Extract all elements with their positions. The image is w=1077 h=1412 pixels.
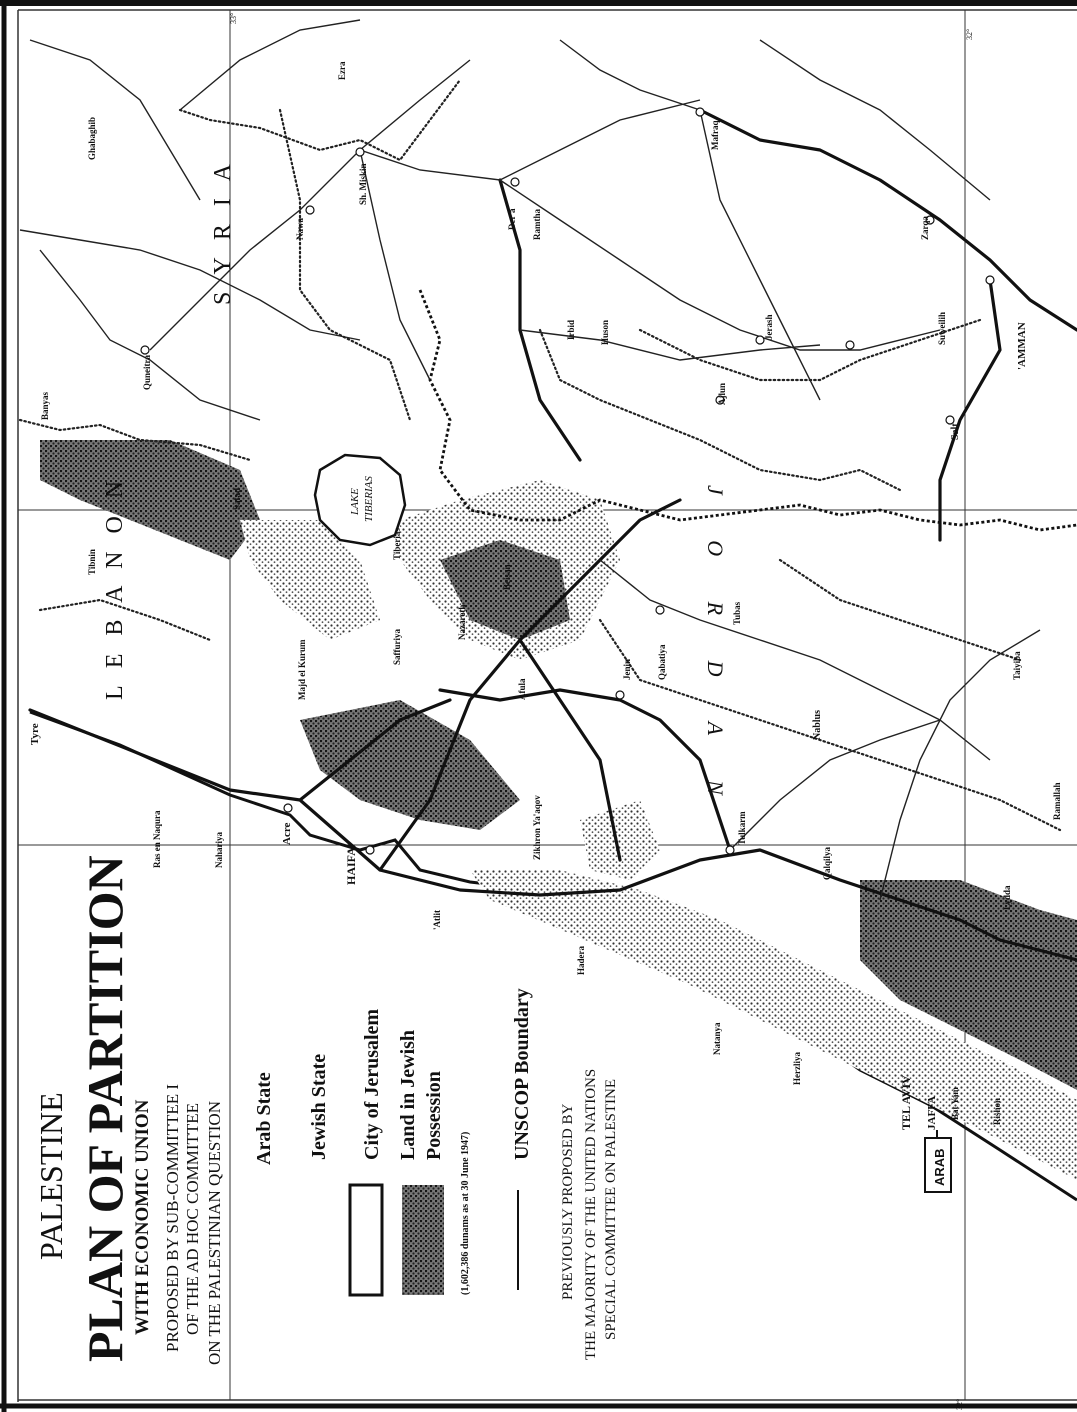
svg-text:Jerash: Jerash	[764, 315, 774, 341]
legend-jerusalem: City of Jerusalem	[361, 1009, 383, 1160]
legend-previously-2: THE MAJORITY OF THE UNITED NATIONS	[583, 1069, 599, 1360]
svg-text:Tulkarm: Tulkarm	[737, 811, 747, 845]
legend-land-line1: Land in Jewish	[397, 1030, 419, 1160]
label-jordan: J O R D A N	[703, 485, 728, 815]
svg-text:Ezra: Ezra	[337, 61, 347, 80]
svg-text:Ghabaghib: Ghabaghib	[87, 117, 97, 160]
svg-text:Beisan: Beisan	[502, 564, 512, 590]
svg-text:'AMMAN: 'AMMAN	[1016, 322, 1028, 370]
svg-text:Hadera: Hadera	[576, 946, 586, 975]
legend-proposed-1: PROPOSED BY SUB-COMMITTEE I	[163, 1084, 182, 1352]
svg-text:Tibnin: Tibnin	[87, 549, 97, 575]
legend-previously-1: PREVIOUSLY PROPOSED BY	[560, 1104, 576, 1300]
svg-text:Sh. Miskin: Sh. Miskin	[358, 163, 368, 205]
svg-text:Tubas: Tubas	[732, 601, 742, 625]
jordan-river	[418, 289, 1077, 532]
svg-text:Herzliya: Herzliya	[792, 1052, 802, 1085]
svg-text:Saffuriya: Saffuriya	[392, 629, 402, 666]
svg-text:Tyre: Tyre	[29, 723, 41, 745]
svg-text:Mafraq: Mafraq	[710, 121, 720, 151]
svg-text:Natanya: Natanya	[712, 1022, 722, 1055]
svg-text:Quneitra: Quneitra	[142, 355, 152, 390]
legend-proposed-2: OF THE AD HOC COMMITTEE	[183, 1103, 202, 1335]
svg-text:Huson: Huson	[600, 320, 610, 345]
legend-swatch-jerusalem	[348, 1183, 384, 1297]
legend-country: PALESTINE	[33, 1092, 69, 1260]
grid-label-top-right: 32°	[965, 29, 974, 40]
map-labels: L E B A N O N S Y R I A J O R D A N LAKE…	[29, 13, 1062, 1410]
svg-text:Nazareth: Nazareth	[457, 605, 467, 640]
svg-text:ARAB: ARAB	[932, 1148, 947, 1186]
svg-text:Ajlun: Ajlun	[717, 383, 727, 405]
label-lebanon: L E B A N O N	[102, 475, 128, 700]
legend-unscop: UNSCOP Boundary	[511, 988, 533, 1160]
svg-text:Lydda: Lydda	[1002, 885, 1012, 910]
svg-text:Rishon: Rishon	[992, 1098, 1002, 1125]
label-lake-1: LAKE	[349, 488, 361, 516]
svg-text:Ramtha: Ramtha	[532, 209, 542, 240]
svg-text:Nahariya: Nahariya	[214, 832, 224, 869]
svg-text:Jenin: Jenin	[622, 659, 632, 680]
legend-jewish-state: Jewish State	[308, 1054, 330, 1160]
svg-text:Ramallah: Ramallah	[1052, 782, 1062, 820]
svg-text:Qalqilya: Qalqilya	[822, 846, 832, 880]
legend-proposed-3: ON THE PALESTINIAN QUESTION	[205, 1101, 224, 1365]
svg-text:Der'a: Der'a	[507, 208, 517, 230]
svg-text:Acre: Acre	[281, 822, 293, 845]
svg-text:JAFFA: JAFFA	[926, 1096, 938, 1130]
svg-text:Qabatiya: Qabatiya	[657, 644, 667, 680]
svg-text:Ras en Naqura: Ras en Naqura	[152, 810, 162, 868]
legend: PALESTINE PLAN OF PARTITION WITH ECONOMI…	[33, 855, 619, 1365]
label-syria: S Y R I A	[210, 158, 236, 305]
svg-text:Afula: Afula	[517, 678, 527, 700]
jewish-land-areas	[40, 440, 1077, 1180]
svg-text:Taiyiba: Taiyiba	[1012, 651, 1022, 680]
svg-text:Majd el Kurum: Majd el Kurum	[297, 639, 307, 700]
svg-text:HAIFA: HAIFA	[344, 847, 358, 885]
legend-land-line2: Possession	[423, 1071, 445, 1160]
svg-text:'Atlit: 'Atlit	[432, 910, 442, 930]
legend-swatch-jewish-land	[402, 1185, 444, 1295]
legend-land-note: (1,602,386 dunams as at 30 June 1947)	[460, 1132, 471, 1295]
legend-previously-3: SPECIAL COMMITTEE ON PALESTINE	[603, 1079, 619, 1340]
svg-text:Zarqa: Zarqa	[920, 216, 930, 240]
svg-text:Suweilih: Suweilih	[937, 312, 947, 345]
legend-title: PLAN OF PARTITION	[77, 855, 133, 1362]
svg-text:Irbid: Irbid	[566, 320, 576, 340]
syria-border	[178, 78, 462, 162]
svg-text:Salt: Salt	[950, 423, 961, 440]
svg-text:TEL AVIV: TEL AVIV	[899, 1075, 913, 1130]
grid-label-top-mid: 33°	[229, 13, 238, 24]
svg-text:Zikhron Ya'aqov: Zikhron Ya'aqov	[532, 795, 542, 860]
grid-label-bottom-right: 32°	[955, 1399, 964, 1410]
svg-text:Nablus: Nablus	[812, 710, 823, 740]
label-lake-2: TIBERIAS	[363, 476, 375, 522]
legend-subtitle: WITH ECONOMIC UNION	[132, 1099, 153, 1335]
svg-text:Safad: Safad	[232, 488, 242, 510]
svg-text:Nawa: Nawa	[295, 218, 305, 240]
legend-arab-state: Arab State	[253, 1072, 275, 1165]
coast-road	[28, 708, 1077, 962]
towns	[140, 107, 995, 855]
arab-badge: ARAB	[924, 1130, 952, 1193]
svg-text:Tiberias: Tiberias	[392, 528, 402, 560]
svg-text:Banyas: Banyas	[40, 391, 50, 420]
svg-text:Bat Yam: Bat Yam	[950, 1087, 960, 1120]
lake-tiberias	[313, 453, 407, 547]
